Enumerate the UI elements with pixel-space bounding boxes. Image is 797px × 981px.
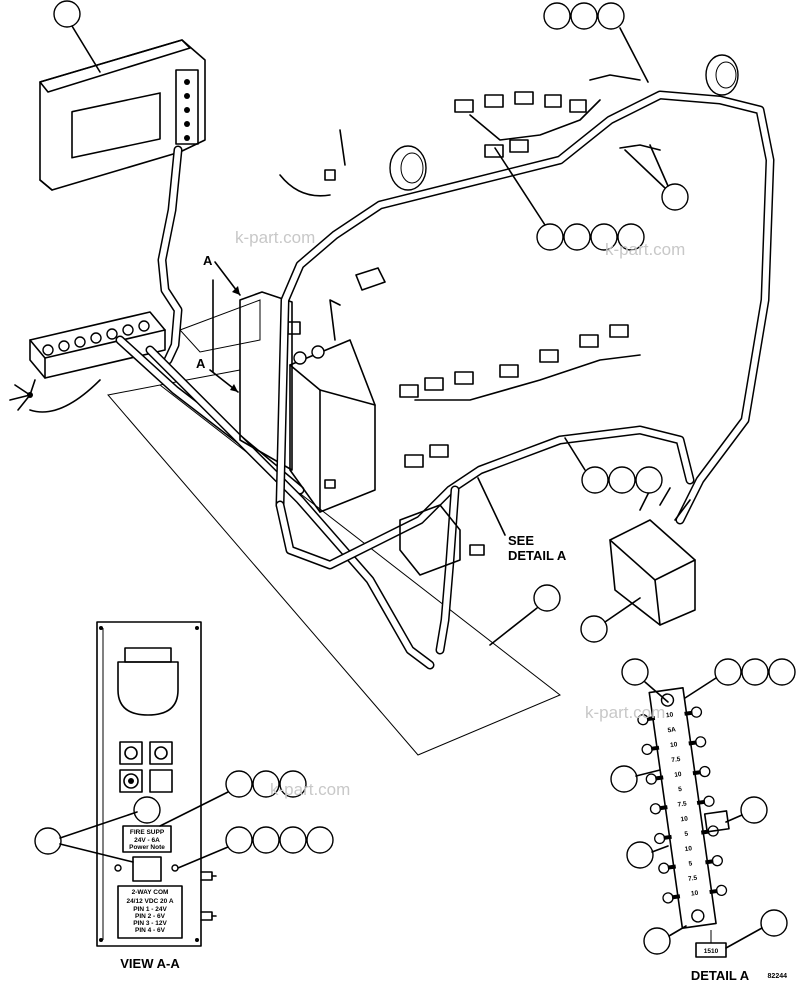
fuse-tag [695,930,727,958]
pin-2: PIN 2 - 6V [135,913,166,920]
dome-light-right [705,54,739,96]
fuse-rating-label: 10 [680,815,689,823]
floor-plate [107,299,561,756]
callout-detail-left-1 [610,765,661,793]
see-detail-label: DETAIL A [508,548,567,563]
two-way-title: 2-WAY COM [132,889,169,896]
pin-4: PIN 4 - 6V [135,927,166,934]
fuse-strip: 10 5A 10 7.5 10 5 7.5 10 5 10 5 7.5 10 [637,686,730,930]
callout-right-harness [624,144,689,211]
callout-detail-tag [725,909,788,949]
view-marker-upper: A [203,253,213,268]
callout-detail-top [621,658,669,703]
callout-group-panel-lower [177,826,334,869]
fuse-rating-label: 10 [684,845,693,853]
monitor-display [39,39,206,191]
fuse-rating-label: 5 [684,830,689,837]
see-label: SEE [508,533,534,548]
drawing-number: 82244 [768,973,788,980]
callout-group-top-right [543,2,649,83]
callout-detail-left-2 [626,841,669,869]
main-harness-lower [29,335,435,670]
fuse-rating-label: 10 [674,771,683,779]
view-aa-title: VIEW A-A [120,956,180,971]
pin-3: PIN 3 - 12V [133,920,167,927]
mid-connectors [399,324,641,468]
fuse-rating-label: 5A [667,726,677,734]
small-parts [279,129,386,291]
fuse-rating-label: 5 [688,860,693,867]
monitor-cable [157,145,183,365]
fuse-rating-label: 7.5 [677,800,687,808]
watermark-2: k-part.com [605,240,685,259]
callout-group-mid [564,437,663,494]
fire-supp-label: FIRE SUPP [130,829,165,836]
fuse-ratings: 10 5A 10 7.5 10 5 7.5 10 5 10 5 7.5 10 [666,711,700,898]
watermark-3: k-part.com [270,780,350,799]
callout-group-upper-mid [494,147,645,251]
view-marker-lower: A [196,356,206,371]
dome-light-center [389,145,427,191]
pin-1: PIN 1 - 24V [133,906,167,913]
bracket-center [399,504,485,576]
fuse-rating-label: 7.5 [688,875,698,883]
detail-a-title: DETAIL A [691,968,750,981]
callout-group-detail-top-right [684,658,796,699]
callout-panel-left [34,811,138,863]
fuse-rating-label: 10 [666,711,675,719]
fuse-rating-label: 10 [670,741,679,749]
fire-supp-note: Power Note [129,844,165,851]
console-pedestal [239,291,376,513]
callout-monitor [53,0,101,73]
fuse-rating-label: 7.5 [671,756,681,764]
view-arrows [209,261,241,393]
callout-group-panel-upper [159,770,307,827]
fire-supp-rating: 24V - 6A [134,837,160,844]
callout-detail-right [725,796,768,824]
watermark-1: k-part.com [235,228,315,247]
upper-connectors [454,74,661,158]
left-connector-block [9,311,166,411]
fuse-rating-label: 5 [678,786,683,793]
fuse-tag-label: 1510 [704,948,719,955]
callout-detail-left-3 [643,925,687,955]
harness-upper-loop [275,90,775,655]
fuse-rating-label: 10 [691,890,700,898]
callout-terminal-block [580,597,641,643]
view-aa-panel [96,621,217,947]
watermark-4: k-part.com [585,703,665,722]
see-detail-leader [477,477,506,536]
callout-floor [489,584,561,646]
two-way-rating: 24/12 VDC 20 A [126,898,173,905]
